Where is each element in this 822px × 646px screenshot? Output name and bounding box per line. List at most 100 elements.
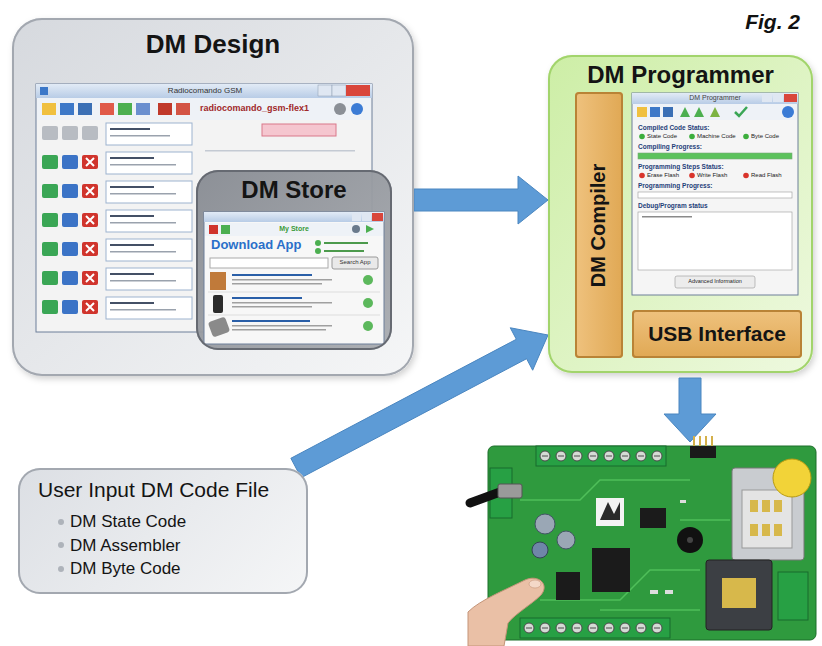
- status-heading: Compiling Progress:: [638, 143, 702, 150]
- box-title: User Input DM Code File: [38, 478, 269, 502]
- programmer-window-screenshot: [639, 134, 645, 140]
- store-window-screenshot: [232, 283, 322, 285]
- pcb-board-photo: [773, 459, 811, 497]
- panel-title: DM Programmer: [587, 61, 774, 89]
- programmer-window-screenshot: [743, 173, 749, 179]
- store-window-screenshot: [210, 258, 328, 268]
- programmer-window-screenshot: [632, 93, 798, 104]
- design-panel-fill: [12, 18, 414, 376]
- pcb-board-photo: [572, 451, 582, 461]
- design-window-screenshot: [82, 126, 98, 140]
- store-window-screenshot: [352, 213, 361, 221]
- pcb-board-photo: [774, 524, 782, 536]
- store-window-screenshot: [209, 225, 218, 234]
- bullet-item: DM Byte Code: [56, 559, 181, 579]
- design-window-screenshot: [36, 84, 372, 98]
- window-title: DM Programmer: [689, 94, 741, 102]
- status-heading: Programming Progress:: [638, 182, 712, 189]
- design-window-screenshot: [106, 123, 192, 145]
- flow-arrow: [291, 328, 548, 478]
- programmer-panel-fill: [548, 55, 813, 373]
- status-heading: Programming Steps Status:: [638, 163, 724, 170]
- store-window-screenshot: [232, 302, 332, 304]
- store-window-screenshot: [332, 257, 378, 269]
- design-window-screenshot: [60, 103, 74, 115]
- store-window-screenshot: [362, 213, 371, 221]
- status-item: Write Flash: [697, 172, 727, 179]
- store-window-screenshot: [232, 297, 302, 299]
- pcb-board-photo: [468, 436, 816, 646]
- section-heading: Download App: [211, 238, 302, 253]
- store-window-screenshot: [205, 223, 383, 236]
- pcb-board-photo: [636, 451, 646, 461]
- pcb-board-photo: [694, 436, 712, 446]
- design-window-screenshot: [136, 103, 150, 115]
- programmer-window-screenshot: [735, 107, 747, 116]
- store-window-screenshot: [232, 274, 312, 276]
- programmer-window-screenshot: [632, 93, 798, 295]
- programmer-window-screenshot: [710, 107, 720, 117]
- design-window-screenshot: [42, 210, 192, 232]
- status-item: Read Flash: [751, 172, 782, 179]
- store-window-screenshot: [232, 306, 312, 308]
- programmer-window-screenshot: [680, 107, 690, 117]
- design-window-screenshot: [118, 103, 132, 115]
- pcb-board-photo: [540, 451, 550, 461]
- design-window-screenshot: [42, 126, 58, 140]
- compiler-block: DM Compiler: [575, 92, 623, 358]
- pcb-board-photo: [604, 451, 614, 461]
- programmer-window-screenshot: [633, 104, 797, 120]
- window-title: Radiocomando GSM: [168, 86, 242, 95]
- pcb-board-photo: [742, 490, 792, 548]
- pcb-board-photo: [706, 560, 772, 630]
- programmer-window-screenshot: [762, 94, 772, 102]
- toolbar-title: My Store: [279, 225, 309, 233]
- bullet-item: DM State Code: [56, 512, 186, 532]
- pcb-board-photo: [665, 590, 673, 594]
- design-window-screenshot: [42, 297, 192, 319]
- store-window-screenshot: [324, 250, 364, 252]
- pcb-board-photo: [680, 500, 686, 503]
- status-item: Machine Code: [697, 133, 736, 140]
- store-window-screenshot: [208, 315, 380, 316]
- flow-arrow: [414, 176, 548, 224]
- design-window-screenshot: [332, 85, 346, 96]
- store-panel-fill: [196, 170, 392, 350]
- pcb-board-photo: [750, 524, 758, 536]
- input-box: User Input DM Code File DM State Code DM A…: [18, 468, 308, 594]
- pcb-board-photo: [652, 623, 662, 633]
- design-panel: DM DesignDM Store: [12, 18, 414, 376]
- bullet-item: DM Assembler: [56, 536, 181, 556]
- pcb-board-photo: [677, 527, 703, 553]
- programmer-window-screenshot: [782, 106, 794, 118]
- pcb-board-photo: [556, 623, 566, 633]
- programmer-window-screenshot: [642, 216, 692, 218]
- pcb-board-photo: [536, 446, 666, 466]
- programmer-window-screenshot: [694, 107, 704, 117]
- store-window-screenshot: [363, 298, 373, 308]
- store-window-screenshot: [232, 320, 310, 322]
- store-window-screenshot: [221, 225, 230, 234]
- pcb-board-photo: [596, 498, 624, 526]
- programmer-window-screenshot: [663, 107, 673, 117]
- programmer-panel-fill: [548, 55, 813, 373]
- pcb-board-photo: [750, 500, 758, 512]
- usb-block: USB Interface: [632, 310, 802, 358]
- programmer-window-screenshot: [675, 276, 755, 288]
- pcb-board-photo: [588, 623, 598, 633]
- programmer-window-screenshot: [638, 192, 792, 198]
- programmer-window-screenshot: [689, 173, 695, 179]
- store-window-screenshot: [232, 325, 332, 327]
- figure-number: Fig. 2: [745, 10, 800, 34]
- store-window-screenshot: [363, 321, 373, 331]
- pcb-board-photo: [572, 623, 582, 633]
- pcb-board-photo: [636, 623, 646, 633]
- pcb-board-photo: [762, 524, 770, 536]
- pcb-board-photo: [470, 492, 500, 503]
- pcb-board-photo: [520, 480, 730, 610]
- programmer-window-screenshot: [689, 134, 695, 140]
- status-item: State Code: [647, 133, 677, 140]
- pcb-board-photo: [532, 542, 548, 558]
- design-window-screenshot: [205, 150, 355, 152]
